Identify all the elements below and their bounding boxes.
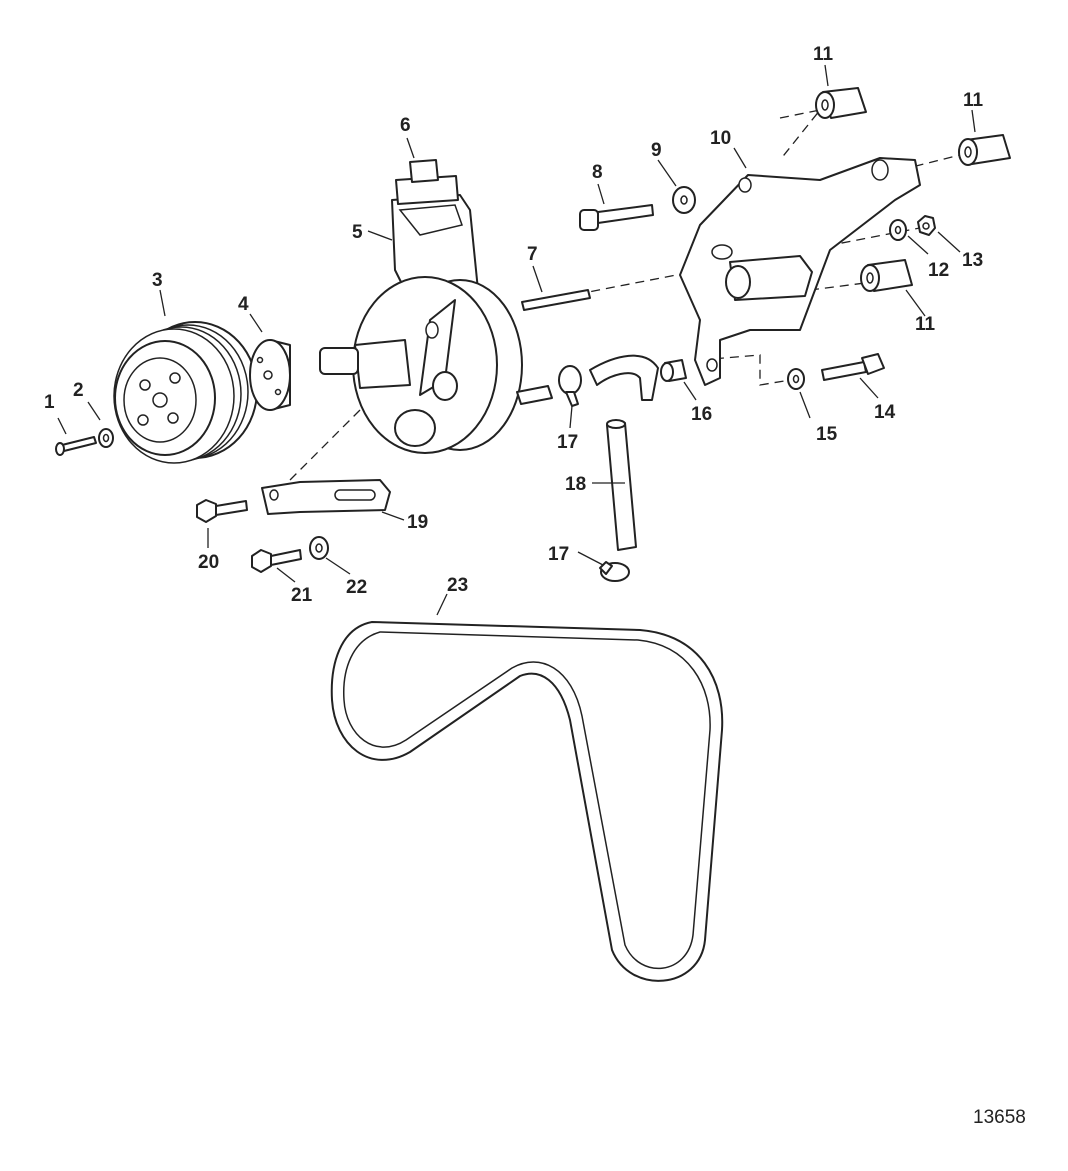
part-17-clamp-upper (558, 365, 582, 407)
part-18-hose (606, 419, 637, 551)
hose-elbow (589, 354, 659, 401)
callout-22: 22 (346, 577, 367, 598)
leader-lines (57, 64, 976, 616)
callout-labels: 1 2 3 4 5 6 7 8 9 10 11 11 11 12 13 14 1… (44, 44, 984, 606)
callout-6: 6 (400, 115, 411, 136)
part-19-brace (261, 479, 391, 515)
part-12-washer (889, 219, 907, 241)
figure-number: 13658 (973, 1107, 1026, 1128)
pump-body (319, 276, 553, 454)
callout-10: 10 (710, 128, 731, 149)
part-11-spacer-top (815, 87, 867, 119)
part-7-stud (521, 289, 591, 311)
part-11-spacer-lower (860, 259, 913, 292)
part-6-filler-cap (395, 159, 459, 205)
callout-21: 21 (291, 585, 313, 606)
callout-13: 13 (962, 250, 983, 271)
callout-16: 16 (691, 404, 712, 425)
part-3-pulley (113, 321, 258, 464)
callout-20: 20 (198, 552, 219, 573)
callout-14: 14 (874, 402, 896, 423)
callout-5: 5 (352, 222, 363, 243)
callout-3: 3 (152, 270, 163, 291)
part-16-fitting (660, 359, 687, 382)
part-9-washer (672, 186, 696, 214)
part-17-clamp-lower (599, 561, 630, 582)
part-21-bolt (251, 549, 302, 573)
part-20-bolt (196, 499, 248, 523)
part-23-drive-belt (330, 621, 724, 982)
callout-1: 1 (44, 392, 55, 413)
callout-19: 19 (407, 512, 428, 533)
callout-15: 15 (816, 424, 838, 445)
callout-4: 4 (238, 294, 249, 315)
part-22-washer (309, 536, 329, 560)
part-1-bolt (55, 436, 97, 456)
callout-11-right: 11 (963, 90, 984, 111)
callout-2: 2 (73, 380, 84, 401)
callout-18: 18 (565, 474, 586, 495)
part-15-washer (787, 368, 805, 390)
part-8-bolt (579, 204, 654, 231)
callout-8: 8 (592, 162, 603, 183)
part-2-washer (98, 428, 114, 448)
callout-11-lower: 11 (915, 314, 936, 335)
callout-17-upper: 17 (557, 432, 578, 453)
callout-7: 7 (527, 244, 538, 265)
callout-23: 23 (447, 575, 468, 596)
callout-12: 12 (928, 260, 949, 281)
part-13-nut (917, 215, 936, 236)
callout-9: 9 (651, 140, 662, 161)
callout-17-lower: 17 (548, 544, 569, 565)
part-10-bracket (679, 157, 921, 386)
callout-11-top: 11 (813, 44, 834, 65)
part-4-hub (249, 339, 291, 411)
part-11-spacer-right (958, 134, 1011, 166)
part-14-bolt (821, 353, 885, 381)
